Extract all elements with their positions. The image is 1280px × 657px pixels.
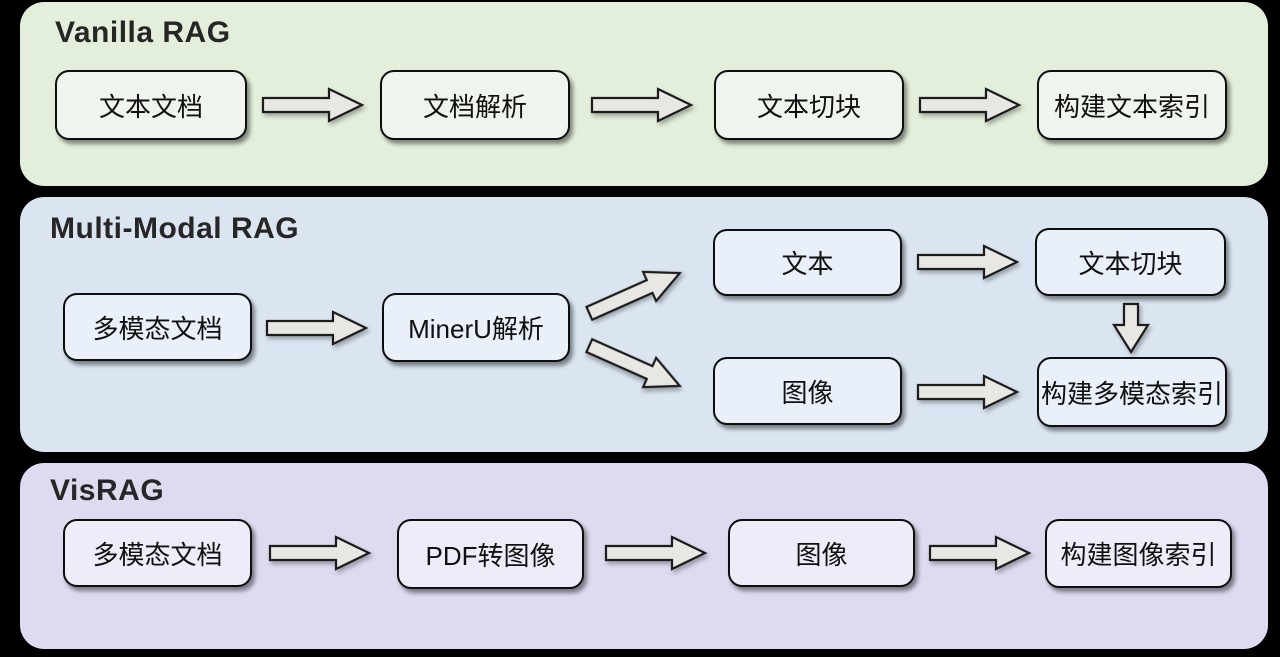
arrow-right-icon	[590, 87, 694, 123]
arrow-right-icon	[265, 310, 369, 346]
arrow-right-icon	[928, 535, 1032, 571]
node-mm-doc-vis: 多模态文档	[63, 519, 252, 587]
arrow-right-icon	[916, 374, 1020, 410]
node-mineru-parse: MinerU解析	[382, 293, 570, 362]
node-image-vis: 图像	[728, 519, 915, 587]
node-text-chunk-mm: 文本切块	[1035, 228, 1226, 296]
arrow-down-icon	[1112, 302, 1150, 354]
arrow-right-icon	[268, 535, 372, 571]
section-title-vanilla-rag: Vanilla RAG	[55, 16, 231, 49]
arrow-diagonal-up-icon	[585, 270, 683, 322]
arrow-right-icon	[261, 87, 365, 123]
node-build-image-index: 构建图像索引	[1045, 519, 1232, 588]
arrow-right-icon	[918, 87, 1022, 123]
node-pdf-to-image: PDF转图像	[397, 519, 584, 589]
node-text-chunk: 文本切块	[714, 70, 904, 140]
section-title-multi-modal-rag: Multi-Modal RAG	[50, 212, 300, 245]
node-text: 文本	[713, 229, 902, 296]
section-title-visrag: VisRAG	[50, 474, 165, 507]
node-doc-parse: 文档解析	[380, 70, 570, 140]
arrow-right-icon	[916, 244, 1020, 280]
node-build-text-index: 构建文本索引	[1037, 70, 1227, 140]
node-build-mm-index: 构建多模态索引	[1037, 357, 1227, 427]
node-image: 图像	[713, 357, 902, 425]
arrow-diagonal-down-icon	[585, 337, 683, 389]
arrow-right-icon	[604, 535, 708, 571]
node-text-doc: 文本文档	[55, 70, 247, 140]
node-mm-doc: 多模态文档	[63, 293, 252, 361]
